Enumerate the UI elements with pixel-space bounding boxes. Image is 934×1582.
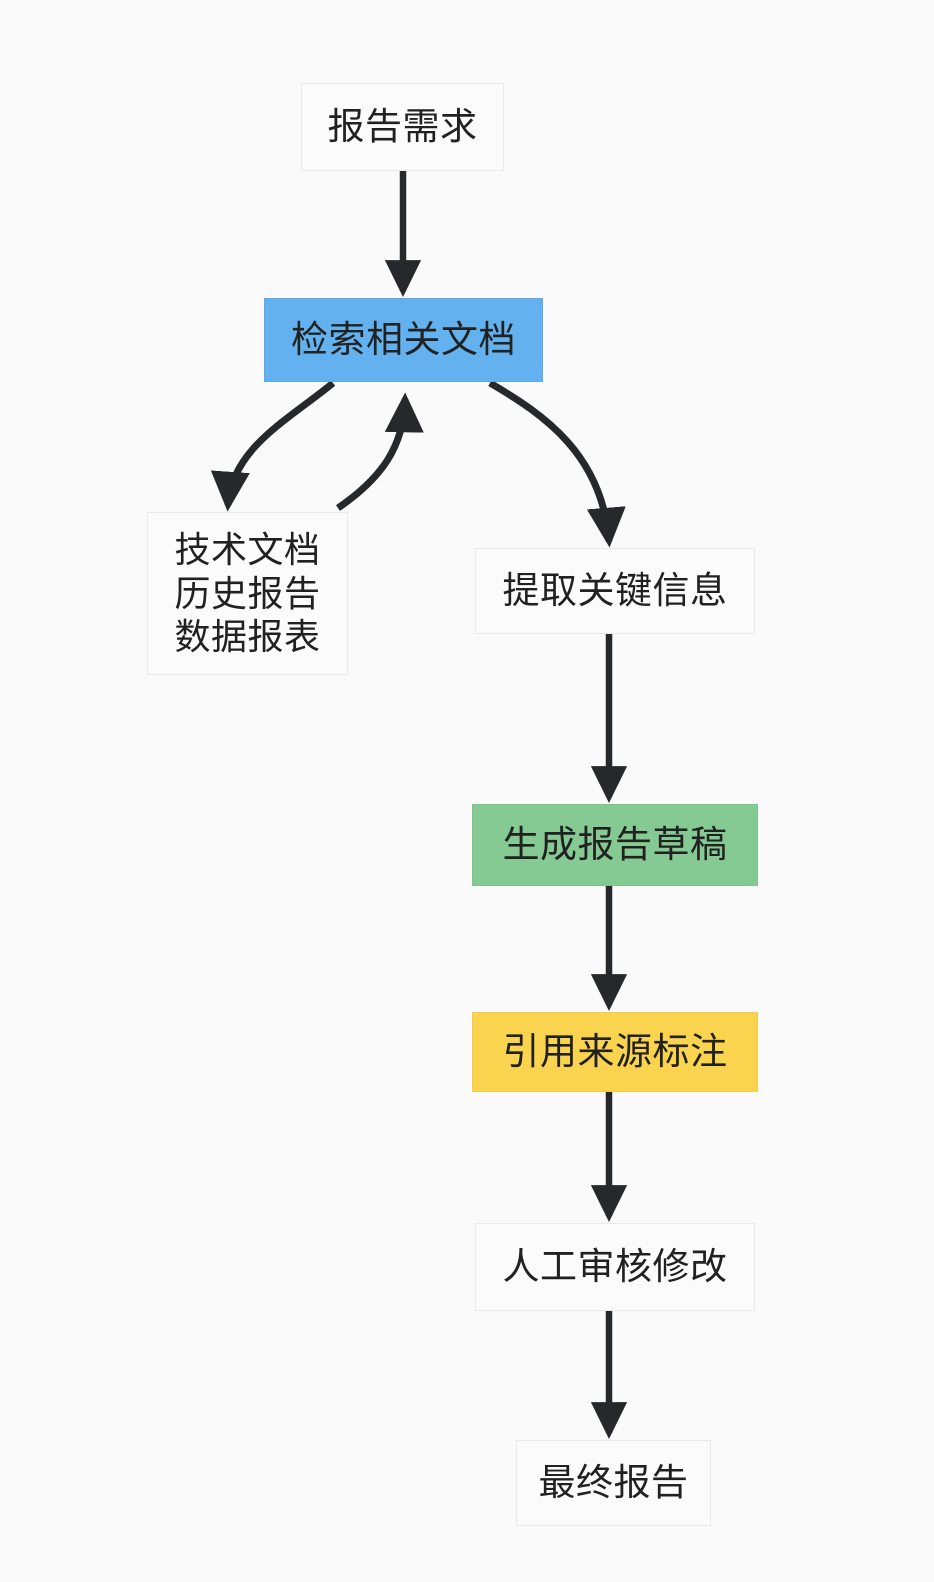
edge-retrieve-docs-to-doc-sources xyxy=(210,380,336,512)
node-cite-sources[interactable]: 引用来源标注 xyxy=(472,1012,758,1092)
node-doc-sources[interactable]: 技术文档 历史报告 数据报表 xyxy=(147,512,348,675)
edge-retrieve-docs-to-extract-key-info xyxy=(488,379,626,548)
node-final-report[interactable]: 最终报告 xyxy=(516,1440,711,1526)
node-generate-draft[interactable]: 生成报告草稿 xyxy=(472,804,758,886)
node-human-review[interactable]: 人工审核修改 xyxy=(475,1223,755,1311)
node-retrieve-docs[interactable]: 检索相关文档 xyxy=(264,298,543,382)
edge-doc-sources-to-retrieve-docs xyxy=(336,392,424,511)
node-report-requirement[interactable]: 报告需求 xyxy=(301,83,504,171)
node-extract-key-info[interactable]: 提取关键信息 xyxy=(475,548,755,634)
